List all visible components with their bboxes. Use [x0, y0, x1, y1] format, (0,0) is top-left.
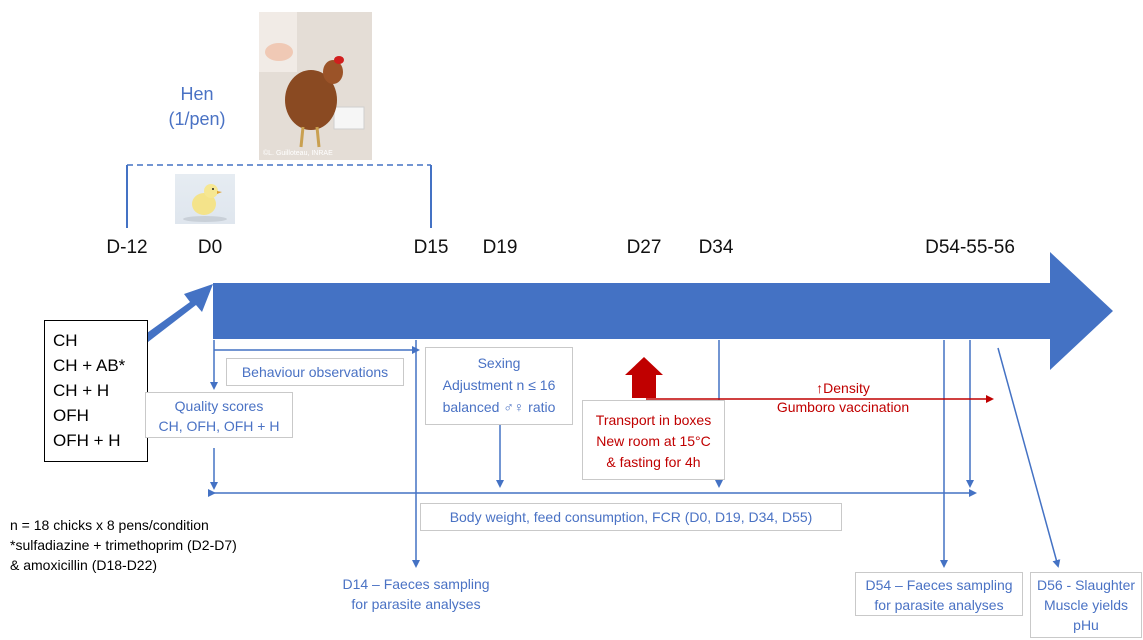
slaughter-line2: Muscle yields: [1043, 597, 1129, 613]
timeline-arrow: [213, 252, 1113, 370]
sexing-ratio: balanced ♂♀ ratio: [442, 399, 556, 415]
day-label-d34: D34: [698, 237, 734, 258]
notes: n = 18 chicks x 8 pens/condition *sulfad…: [10, 515, 237, 575]
density-label: ↑Density Gumboro vaccination: [768, 379, 918, 417]
group-item: OFH: [53, 406, 89, 425]
group-item: CH + AB*: [53, 356, 126, 375]
hen-label-line1: Hen: [180, 84, 214, 104]
hen-photo: ©L. Guilloteau, INRAE: [259, 12, 372, 160]
body-weight-text: Body weight, feed consumption, FCR (D0, …: [449, 509, 813, 525]
density-line2: Gumboro vaccination: [776, 399, 910, 415]
note-abx2: & amoxicillin (D18-D22): [10, 557, 158, 573]
transport-box: Transport in boxes New room at 15°C & fa…: [582, 400, 725, 480]
d54-faeces-line2: for parasite analyses: [874, 597, 1004, 613]
group-item: CH + H: [53, 381, 110, 400]
d14-faeces-label: D14 – Faeces sampling for parasite analy…: [316, 574, 516, 614]
transport-line3: & fasting for 4h: [606, 454, 701, 470]
sexing-box: Sexing Adjustment n ≤ 16 balanced ♂♀ rat…: [425, 347, 573, 425]
d54-faeces-line1: D54 – Faeces sampling: [865, 577, 1013, 593]
d56-slaughter-arrow: [997, 347, 1061, 568]
slaughter-label: D56 - Slaughter Muscle yields pHu: [1030, 572, 1142, 638]
group-item: OFH + H: [53, 431, 121, 450]
slaughter-line1: D56 - Slaughter: [1036, 577, 1136, 593]
sexing-adjust: Adjustment n ≤ 16: [442, 377, 556, 393]
sexing-title: Sexing: [477, 355, 521, 371]
body-weight-box: Body weight, feed consumption, FCR (D0, …: [420, 503, 842, 531]
quality-box: Quality scores CH, OFH, OFH + H: [145, 392, 293, 438]
transport-line1: Transport in boxes: [595, 412, 712, 428]
note-n: n = 18 chicks x 8 pens/condition: [10, 517, 209, 533]
chick-image-icon: [183, 184, 227, 222]
behaviour-box: Behaviour observations: [226, 358, 404, 386]
slaughter-line3: pHu: [1073, 617, 1099, 633]
hen-label: Hen (1/pen): [145, 82, 249, 132]
photo-credit: ©L. Guilloteau, INRAE: [263, 150, 333, 157]
d14-faeces-line2: for parasite analyses: [351, 596, 481, 612]
groups-entry-arrow: [140, 284, 213, 342]
day-label-d27: D27: [626, 237, 662, 258]
behaviour-text: Behaviour observations: [241, 364, 389, 380]
chick-photo: [175, 174, 235, 224]
groups-box: CH CH + AB* CH + H OFH OFH + H: [44, 320, 148, 462]
day-label-d15: D15: [413, 237, 449, 258]
transport-line2: New room at 15°C: [596, 433, 711, 449]
d14-faeces-line1: D14 – Faeces sampling: [342, 576, 490, 592]
hen-image-icon: [259, 12, 372, 160]
quality-title: Quality scores: [174, 398, 264, 414]
note-abx1: *sulfadiazine + trimethoprim (D2-D7): [10, 537, 237, 553]
transport-arrow: [625, 357, 663, 398]
day-label-d0: D0: [197, 237, 223, 258]
density-line1: ↑Density: [816, 380, 870, 396]
day-label-d19: D19: [482, 237, 518, 258]
day-label-d-12: D-12: [106, 237, 148, 258]
quality-items: CH, OFH, OFH + H: [158, 418, 280, 434]
group-item: CH: [53, 331, 78, 350]
d54-faeces-label: D54 – Faeces sampling for parasite analy…: [855, 572, 1023, 616]
hen-label-line2: (1/pen): [168, 109, 226, 129]
day-label-d54: D54-55-56: [925, 237, 1015, 258]
